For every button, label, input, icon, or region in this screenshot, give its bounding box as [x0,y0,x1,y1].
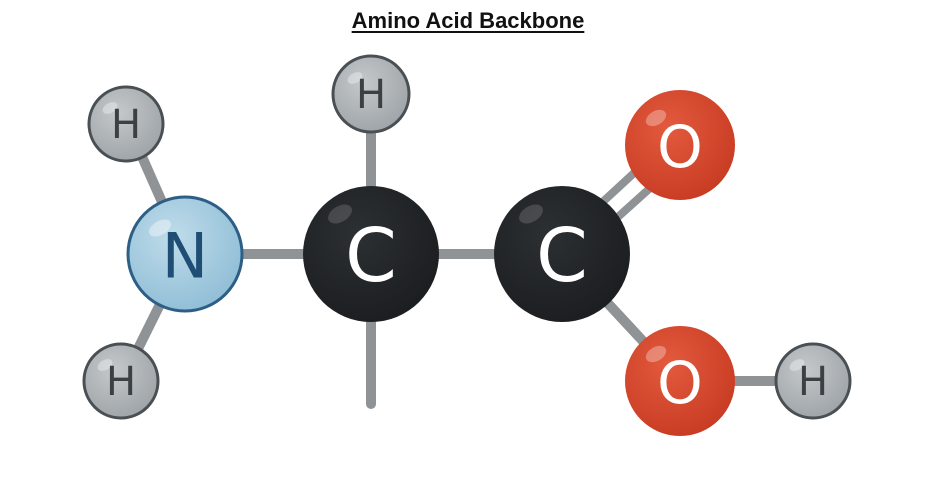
atom-nitrogen: N [126,195,244,313]
atom-oxygen-hydroxyl: O [625,326,735,436]
atom-label-h: H [111,102,141,148]
atom-label-h: H [798,359,828,405]
atom-label-o: O [657,113,703,181]
atom-carbon-alpha: C [303,186,439,322]
atom-hydrogen-n-bottom: H [82,342,160,420]
atom-hydrogen-hydroxyl: H [774,342,852,420]
atom-label-h: H [106,359,136,405]
atom-hydrogen-c-alpha: H [331,54,411,134]
atom-label-h: H [356,72,386,118]
diagram-title: Amino Acid Backbone [351,8,585,33]
atom-label-c: C [536,213,588,299]
atom-label-c: C [345,213,397,299]
atom-label-o: O [657,349,703,417]
atom-oxygen-double: O [625,90,735,200]
atom-label-n: N [162,220,208,293]
atom-carbon-carboxyl: C [494,186,630,322]
atom-hydrogen-n-top: H [87,85,165,163]
